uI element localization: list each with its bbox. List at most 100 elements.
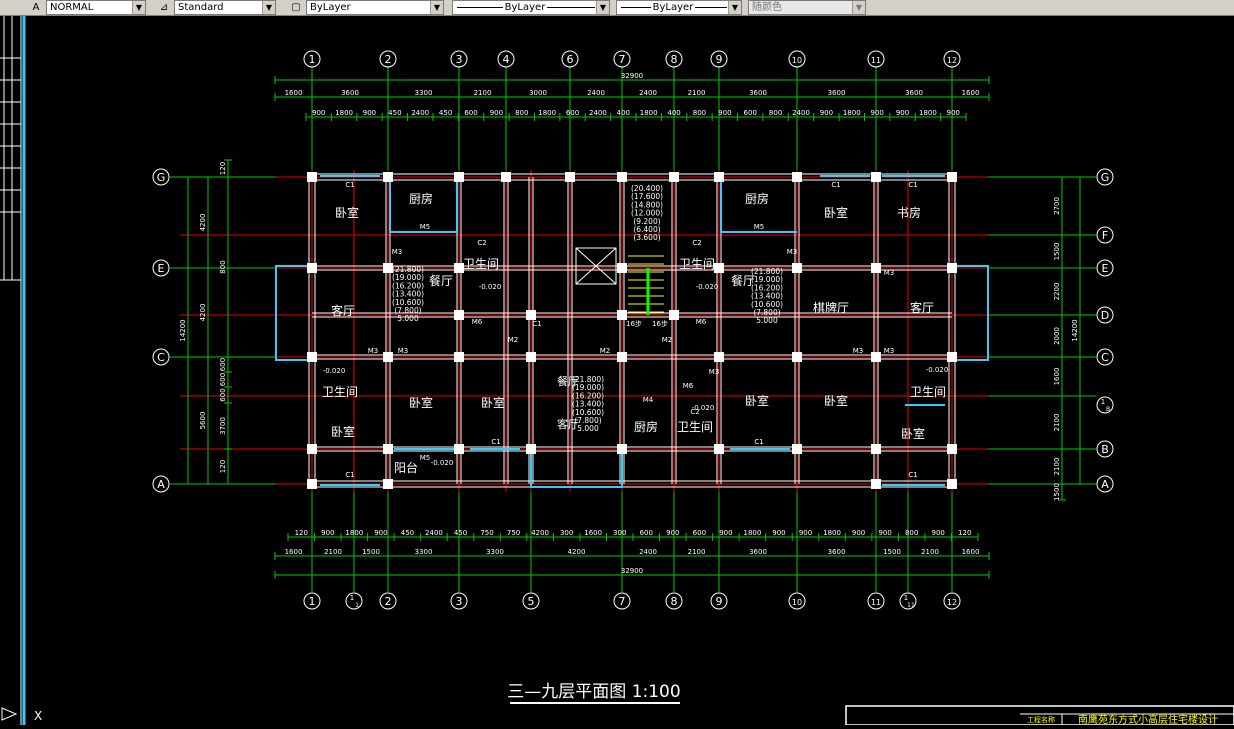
column <box>526 444 536 454</box>
text-style-icon[interactable]: A <box>32 1 40 13</box>
dim-top-row2-text: 450 <box>439 109 452 117</box>
layer-dropdown[interactable]: ByLayer▼ <box>306 0 444 15</box>
axis-bubble-top <box>867 50 885 68</box>
linetype-dropdown[interactable]: ByLayer ▼ <box>452 0 610 15</box>
column <box>383 444 393 454</box>
dim-style-icon[interactable]: ⊿ <box>159 1 169 13</box>
column <box>714 263 724 273</box>
kitchen-window-right <box>720 177 797 233</box>
dim-bottom-row2-text: 3300 <box>415 548 433 556</box>
dim-bottom-row1-text: 4200 <box>531 529 549 537</box>
axis-bubble-top <box>788 50 806 68</box>
dim-bottom-row1-text: 120 <box>958 529 971 537</box>
elevation-center: 5.000 <box>577 424 599 433</box>
column <box>617 172 627 182</box>
axis-bubble-right <box>1096 306 1114 324</box>
dim-right-inner-text: 2700 <box>1053 197 1061 215</box>
elevation-stair: (9.200) <box>633 217 660 226</box>
elevation-left: (10.600) <box>392 298 424 307</box>
dim-bottom-row1-text: 450 <box>454 529 467 537</box>
tag-label: -0.020 <box>479 283 502 291</box>
column <box>714 172 724 182</box>
dim-bottom-row1-text: 750 <box>480 529 493 537</box>
elevator <box>575 247 617 285</box>
column <box>792 172 802 182</box>
column <box>617 352 627 362</box>
dim-top-row1-text: 1600 <box>285 89 303 97</box>
text-style-dropdown[interactable]: NORMAL▼ <box>46 0 146 15</box>
dim-top-row1-text: 3600 <box>905 89 923 97</box>
axis-bubble-bottom <box>450 592 468 610</box>
room-label: 客厅 <box>910 300 934 315</box>
tag-label: M5 <box>420 454 431 462</box>
dim-bottom-row2-text: 3600 <box>828 548 846 556</box>
room-label: 棋牌厅 <box>813 301 849 315</box>
axis-bubble-right-label: G <box>1101 171 1110 184</box>
dim-bottom-row1-text: 1600 <box>584 529 602 537</box>
column <box>947 263 957 273</box>
room-label: 卧室 <box>335 205 359 220</box>
elevator-cross <box>575 247 617 285</box>
tag-label: -0.020 <box>692 404 715 412</box>
axis-bubble-bottom-label: 1 <box>904 594 908 602</box>
room-label: 卧室 <box>481 395 505 410</box>
axis-bubble-bottom <box>788 592 806 610</box>
room-label: 卫生间 <box>322 385 358 399</box>
column <box>526 310 536 320</box>
left-palette <box>0 16 26 725</box>
dim-top-row2-text: 800 <box>769 109 782 117</box>
axis-bubble-bottom-label: 1 <box>355 602 359 609</box>
axis-bubble-bottom <box>379 592 397 610</box>
column <box>307 172 317 182</box>
axis-bubble-right <box>1096 475 1114 493</box>
axis-bubble-left <box>152 259 170 277</box>
tag-label: C1 <box>532 320 541 328</box>
room-label: 餐厅 <box>557 374 579 388</box>
axis-bubble-bottom <box>522 592 540 610</box>
elevation-left: 5.000 <box>397 314 419 323</box>
dim-top-row2-text: 900 <box>312 109 325 117</box>
elevation-stair: (20.400) <box>631 184 663 193</box>
plot-style-dropdown: 随颜色▼ <box>748 0 866 15</box>
dim-bottom-row1-text: 900 <box>719 529 732 537</box>
dim-left-inner-text: 800 <box>219 260 227 273</box>
dim-top-row2-text: 900 <box>363 109 376 117</box>
tag-label: C2 <box>692 239 701 247</box>
tag-label: C1 <box>345 471 354 479</box>
title-block-project: 南鹰苑东方式小高层住宅楼设计 <box>1078 713 1218 725</box>
dim-bottom-row1-text: 900 <box>666 529 679 537</box>
dim-bottom-row2-text: 1500 <box>883 548 901 556</box>
title-block: 工程名称 南鹰苑东方式小高层住宅楼设计 <box>845 705 1234 726</box>
axis-bubble-left <box>152 168 170 186</box>
dim-bottom-row2-text: 1600 <box>962 548 980 556</box>
dim-left-mid-text: 4200 <box>199 214 207 232</box>
dim-left-inner-text: 3700 <box>219 417 227 435</box>
room-labels: 卧室厨房卫生间餐厅客厅卧室卧室卧室卫生间阳台厨房卫生间厨房卧室书房卫生间餐厅棋牌… <box>322 181 948 479</box>
tag-label: M3 <box>398 347 409 355</box>
axis-bubble-right-label: C <box>1101 351 1109 364</box>
axis-bubble-top-label: 7 <box>619 53 626 66</box>
dim-top-row2-text: 1800 <box>919 109 937 117</box>
dim-top-row1-text: 2100 <box>474 89 492 97</box>
elevation-left: (21.800) <box>392 265 424 274</box>
room-label: 客厅 <box>331 303 355 318</box>
elevation-right: (19.000) <box>751 275 783 284</box>
elevation-center: (13.400) <box>572 400 604 409</box>
column <box>383 352 393 362</box>
column <box>871 172 881 182</box>
layer-color-icon[interactable]: ▢ <box>291 1 301 13</box>
tag-label: -0.020 <box>431 459 454 467</box>
axis-bubble-bottom-label: 10 <box>792 598 802 607</box>
dim-style-dropdown[interactable]: Standard▼ <box>174 0 276 15</box>
dim-bottom-row1-text: 900 <box>772 529 785 537</box>
dim-top-row2-text: 600 <box>464 109 477 117</box>
axis-bubble-bottom <box>303 592 321 610</box>
tag-label: C1 <box>754 438 763 446</box>
axis-bubble-top-label: 12 <box>947 56 957 65</box>
room-label: 卧室 <box>745 393 769 408</box>
title-block-label: 工程名称 <box>1027 715 1055 724</box>
dim-right-inner-text: 2000 <box>1053 327 1061 345</box>
lineweight-dropdown[interactable]: ByLayer ▼ <box>616 0 742 15</box>
